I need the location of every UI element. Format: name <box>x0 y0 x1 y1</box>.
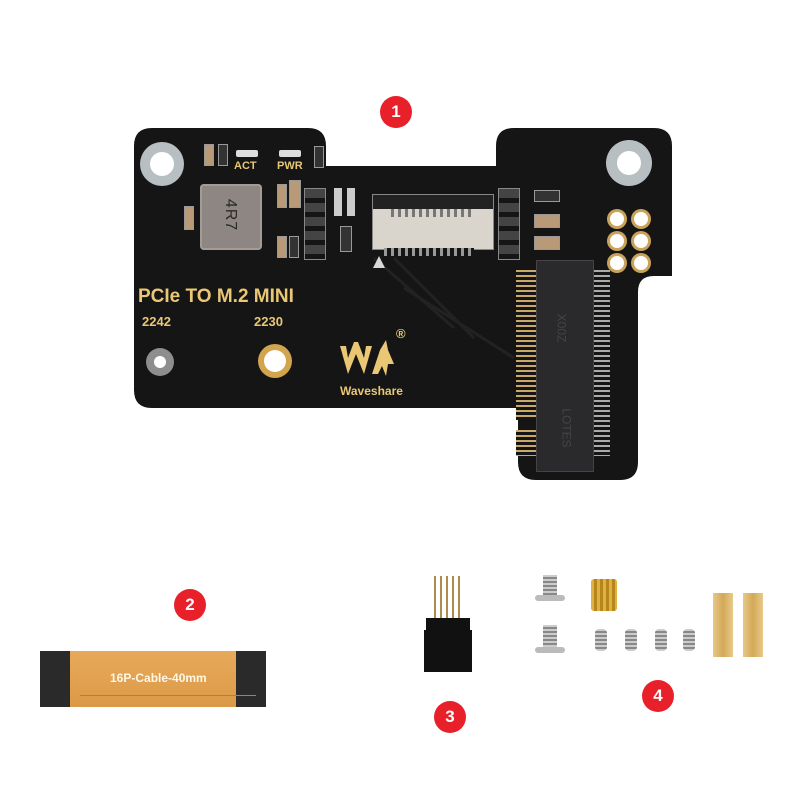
ffc-connector-icon <box>372 194 494 250</box>
smd-capacitor-icon <box>289 180 301 208</box>
smd-capacitor-icon <box>184 206 194 230</box>
pin-header-icon <box>424 576 472 676</box>
screw-small-icon <box>625 629 637 651</box>
m2-socket-brand: LOTES <box>559 408 574 448</box>
hardware-kit <box>535 575 775 665</box>
smd-resistor-icon <box>218 144 228 166</box>
smd-resistor-icon <box>289 236 299 258</box>
item-badge-2: 2 <box>174 589 206 621</box>
mounting-hole-icon <box>606 140 652 186</box>
mounting-hole-icon <box>140 142 184 186</box>
m2-socket: X00Z LOTES <box>516 260 612 474</box>
resistor-array-icon <box>334 188 356 216</box>
screw-m2-icon <box>543 575 557 595</box>
smd-capacitor-icon <box>277 184 287 208</box>
inductor-marking: 4R7 <box>222 198 240 232</box>
screw-m2-icon <box>543 625 557 647</box>
item-badge-4: 4 <box>642 680 674 712</box>
inductor-icon: 4R7 <box>200 184 262 250</box>
smd-capacitor-icon <box>277 236 287 258</box>
waveshare-logo-icon <box>340 340 394 376</box>
item-badge-3: 3 <box>434 701 466 733</box>
item-badge-1: 1 <box>380 96 412 128</box>
brass-nut-icon <box>591 579 617 611</box>
header-pads-icon <box>610 212 652 274</box>
size-2230-label: 2230 <box>254 314 283 329</box>
pcie-to-m2-board: ACT PWR 4R7 X00Z LOTE <box>134 128 672 480</box>
screw-small-icon <box>683 629 695 651</box>
act-led-label: ACT <box>234 160 257 172</box>
pwr-led-icon <box>279 150 301 157</box>
registered-mark: ® <box>396 326 406 341</box>
resistor-array-icon <box>304 188 326 260</box>
smd-capacitor-icon <box>204 144 214 166</box>
ffc-cable: 16P-Cable-40mm <box>40 651 266 707</box>
smd-resistor-icon <box>314 146 324 168</box>
board-title: PCIe TO M.2 MINI <box>138 286 294 307</box>
screw-small-icon <box>595 629 607 651</box>
screw-small-icon <box>655 629 667 651</box>
cable-label: 16P-Cable-40mm <box>110 671 207 685</box>
brass-standoff-icon <box>713 593 733 657</box>
pwr-led-label: PWR <box>277 160 303 172</box>
smd-capacitor-icon <box>534 236 560 250</box>
smd-resistor-icon <box>340 226 352 252</box>
ffc-pins-icon <box>384 248 474 256</box>
resistor-array-icon <box>498 188 520 260</box>
pin1-arrow-icon <box>373 256 385 268</box>
act-led-icon <box>236 150 258 157</box>
smd-resistor-icon <box>534 190 560 202</box>
smd-capacitor-icon <box>534 214 560 228</box>
brand-name: Waveshare <box>340 384 403 398</box>
brass-standoff-icon <box>743 593 763 657</box>
standoff-hole-2230-icon <box>258 344 292 378</box>
m2-socket-marking: X00Z <box>554 313 569 343</box>
standoff-hole-2242-icon <box>146 348 174 376</box>
size-2242-label: 2242 <box>142 314 171 329</box>
